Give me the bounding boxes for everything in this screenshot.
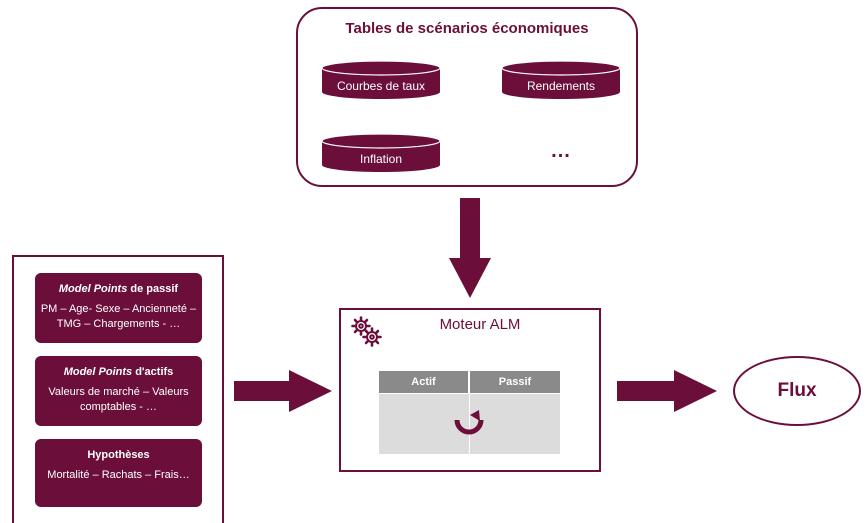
flux-output: Flux (733, 356, 861, 426)
cylinder-inflation: Inflation (321, 133, 441, 173)
model-points-passif-title: Model Points de passif (58, 283, 179, 295)
more-scenarios-ellipsis: ... (551, 140, 571, 162)
gears-icon (350, 315, 382, 347)
table-divider (469, 394, 470, 454)
moteur-alm-title: Moteur ALM (439, 316, 521, 333)
cylinder-label: Rendements (526, 79, 596, 93)
hypotheses-box: Hypothèses Mortalité – Rachats – Frais… (35, 439, 202, 507)
table-header-actif: Actif (379, 371, 468, 393)
hypotheses-title: Hypothèses (87, 449, 150, 461)
refresh-icon (451, 406, 487, 447)
model-points-passif-text: PM – Age- Sexe – Ancienneté – TMG – Char… (40, 303, 197, 330)
cylinder-label: Courbes de taux (336, 79, 426, 93)
cylinder-label: Inflation (359, 152, 403, 166)
right-arrow-icon (234, 370, 332, 412)
cylinder-rendements: Rendements (501, 60, 621, 100)
model-points-actifs-title: Model Points d'actifs (63, 366, 174, 378)
moteur-alm-panel (339, 308, 601, 472)
table-header-passif: Passif (470, 371, 560, 393)
cylinder-courbes-de-taux: Courbes de taux (321, 60, 441, 100)
scenario-tables-panel (296, 7, 638, 187)
inputs-panel (12, 255, 224, 523)
right-arrow-icon (617, 370, 717, 412)
model-points-actifs-box: Model Points d'actifs Valeurs de marché … (35, 356, 202, 426)
hypotheses-text: Mortalité – Rachats – Frais… (47, 469, 190, 481)
model-points-actifs-text: Valeurs de marché – Valeurs comptables -… (48, 386, 189, 413)
down-arrow-icon (449, 198, 491, 298)
model-points-passif-box: Model Points de passif PM – Age- Sexe – … (35, 273, 202, 343)
scenario-tables-title: Tables de scénarios économiques (345, 20, 589, 37)
